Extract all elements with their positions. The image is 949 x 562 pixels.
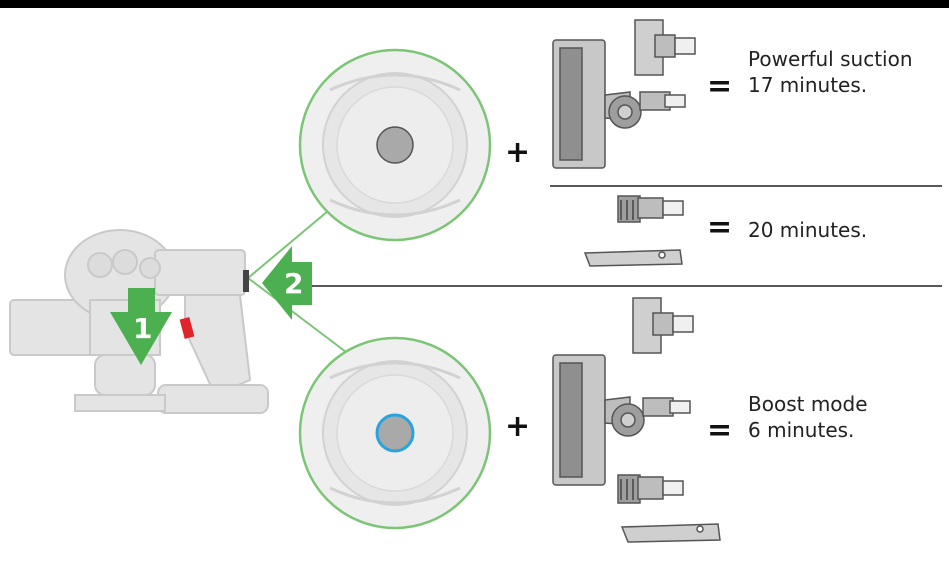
mode-label-bottom-line2: 6 minutes. bbox=[748, 418, 855, 442]
crevice-tool-icon-middle bbox=[583, 249, 683, 267]
mode-label-top-line1: Powerful suction bbox=[748, 47, 913, 71]
zoom-circle-top bbox=[298, 48, 492, 242]
zoom-circle-bottom bbox=[298, 336, 492, 530]
plus-sign-bottom: + bbox=[505, 409, 531, 444]
motorhead-tool-icon-top bbox=[552, 39, 686, 169]
motorhead-tool-icon-bottom bbox=[552, 354, 691, 486]
plus-sign-top: + bbox=[505, 135, 531, 170]
equals-sign-top: = bbox=[707, 69, 733, 104]
mode-label-middle: 20 minutes. bbox=[748, 218, 868, 242]
combination-brush-icon-bottom bbox=[617, 474, 684, 504]
combination-brush-icon-middle bbox=[617, 195, 684, 223]
equals-sign-middle: = bbox=[707, 210, 733, 245]
crevice-tool-icon-bottom bbox=[620, 523, 721, 543]
mode-label-bottom-line1: Boost mode bbox=[748, 392, 868, 416]
mode-label-top-line2: 17 minutes. bbox=[748, 73, 868, 97]
mode-button-icon bbox=[376, 126, 414, 164]
adaptor-tool-icon-top bbox=[634, 19, 696, 76]
mode-button-boost-icon bbox=[375, 413, 415, 453]
top-bar bbox=[0, 0, 949, 8]
step2-arrow: 2 bbox=[262, 246, 312, 320]
equals-sign-bottom: = bbox=[707, 413, 733, 448]
step1-number: 1 bbox=[133, 312, 152, 345]
step2-number: 2 bbox=[284, 267, 303, 300]
trigger-icon bbox=[179, 317, 195, 339]
step1-arrow: 1 bbox=[110, 288, 172, 365]
adaptor-tool-icon-bottom bbox=[632, 297, 694, 354]
